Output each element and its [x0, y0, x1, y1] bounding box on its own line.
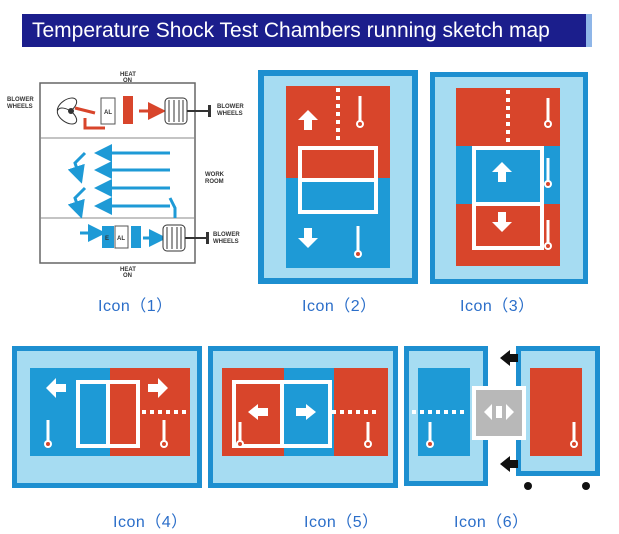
thermometer-icon — [354, 226, 362, 258]
thermometer-icon — [236, 422, 244, 448]
icon4-diagram — [12, 346, 202, 488]
al-block-top — [100, 97, 116, 125]
thermometer-icon — [544, 98, 552, 128]
basket-frame — [232, 380, 332, 448]
wheel-icon — [582, 482, 590, 490]
left-arrow-icon — [248, 404, 268, 420]
down-arrow-icon — [492, 212, 512, 232]
up-arrow-icon — [298, 110, 318, 130]
heat-arrow-c — [83, 118, 105, 130]
right-arrow-icon — [148, 378, 168, 398]
heat-arrow-a — [74, 106, 96, 115]
thermometer-icon — [160, 420, 168, 448]
cold-zone — [286, 178, 390, 268]
title-text: Temperature Shock Test Chambers running … — [32, 19, 550, 42]
al-block-bottom — [114, 225, 129, 249]
down-arrow-icon — [298, 228, 318, 248]
heater-top — [123, 96, 133, 124]
icon2-diagram — [258, 70, 418, 284]
wheel-icon — [524, 482, 532, 490]
basket-frame — [76, 380, 140, 448]
thermometer-icon — [426, 422, 434, 448]
thermometer-icon — [356, 96, 364, 128]
basket-frame — [298, 146, 378, 214]
e-label: E — [105, 236, 109, 242]
thermometer-icon — [544, 220, 552, 250]
left-right-arrow-icon — [484, 404, 514, 420]
right-arrow-icon — [296, 404, 316, 420]
icon3-diagram — [430, 72, 588, 284]
icon6-diagram — [404, 346, 600, 490]
icon5-diagram — [208, 346, 398, 488]
thermometer-icon — [44, 420, 52, 448]
blower-wheel-top-icon — [164, 97, 211, 125]
left-arrow-icon — [500, 456, 518, 472]
left-arrow-icon — [46, 378, 66, 398]
al-bottom-label: AL — [117, 236, 125, 242]
airflow-arrows — [67, 144, 177, 219]
caption-icon-1: Icon（1） — [98, 298, 173, 315]
caption-icon-5: Icon（5） — [304, 514, 379, 531]
caption-icon-6: Icon（6） — [454, 514, 529, 531]
caption-icon-2: Icon（2） — [302, 298, 377, 315]
title-banner: Temperature Shock Test Chambers running … — [22, 14, 592, 47]
cooler-block-2 — [131, 226, 141, 248]
caption-icon-4: Icon（4） — [113, 514, 188, 531]
fan-icon — [56, 97, 78, 125]
thermometer-icon — [570, 422, 578, 448]
thermometer-icon — [364, 422, 372, 448]
thermometer-icon — [544, 158, 552, 188]
blower-wheel-bottom-icon — [162, 224, 209, 252]
up-arrow-icon — [492, 162, 512, 182]
basket-frame — [472, 146, 544, 250]
left-arrow-icon — [500, 350, 518, 366]
caption-icon-3: Icon（3） — [460, 298, 535, 315]
al-top-label: AL — [104, 110, 112, 116]
cooler-block — [102, 226, 114, 248]
